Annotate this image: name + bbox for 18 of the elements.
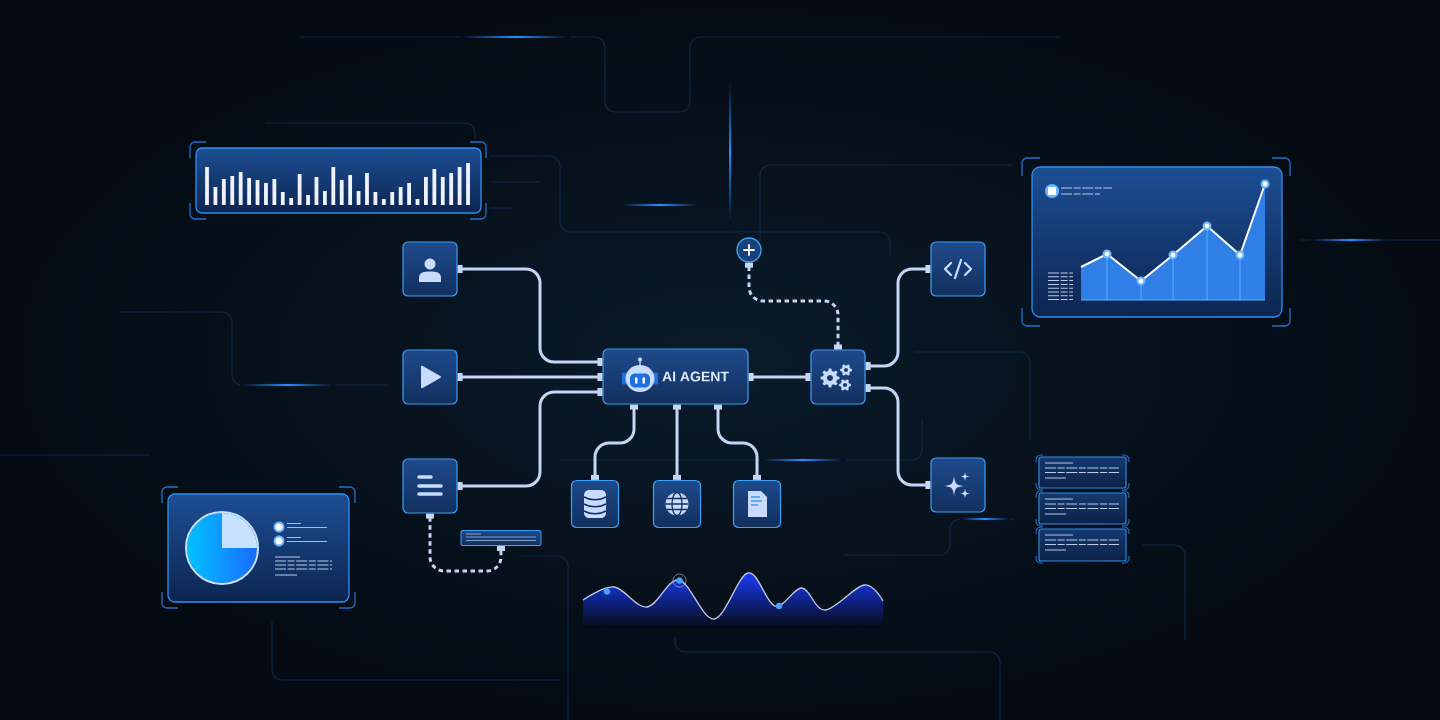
connector-line [457, 373, 603, 381]
icon-box [402, 241, 458, 297]
connector-line [865, 265, 931, 370]
connector-line [457, 388, 603, 490]
agent-box: AI AGENT [602, 348, 749, 405]
circle-node [736, 237, 762, 263]
connector-line [591, 404, 638, 480]
connector-line [714, 404, 761, 480]
connector-line [745, 262, 842, 350]
icon-box [402, 349, 458, 405]
connector-line [673, 404, 681, 480]
connector-line [865, 384, 931, 489]
connector-line [426, 513, 505, 573]
icon-box [930, 241, 986, 297]
connector-line [457, 265, 603, 366]
icon-box [402, 458, 458, 514]
connector-line [748, 373, 811, 381]
icon-box [930, 457, 986, 513]
